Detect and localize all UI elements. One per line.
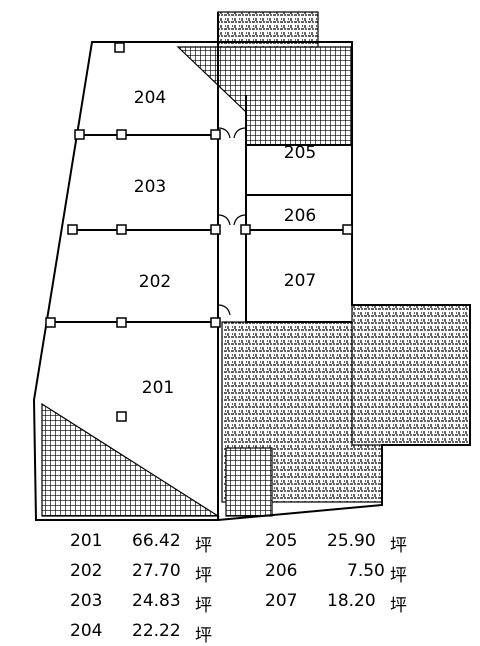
door-swings [217, 127, 247, 316]
area-unit: 坪 [195, 626, 212, 646]
area-value: 66.42 [132, 531, 181, 551]
area-room: 206 [265, 561, 298, 581]
area-unit: 坪 [390, 536, 407, 556]
area-value: 25.90 [327, 531, 376, 551]
area-unit: 坪 [390, 566, 407, 586]
room-label-202: 202 [139, 272, 171, 292]
area-unit: 坪 [195, 536, 212, 556]
area-table: 201 66.42 坪 202 27.70 坪 203 24.83 坪 204 … [0, 525, 480, 646]
annex-block [351, 304, 471, 446]
area-room: 203 [70, 591, 103, 611]
area-unit: 坪 [195, 596, 212, 616]
room-label-207: 207 [284, 271, 316, 291]
room-label-205: 205 [284, 143, 316, 163]
area-unit: 坪 [195, 566, 212, 586]
columns [45, 42, 353, 422]
area-room: 205 [265, 531, 298, 551]
building-outline [32, 41, 471, 521]
area-unit: 坪 [390, 596, 407, 616]
floor-plan: 204 203 202 201 205 206 207 [32, 11, 471, 521]
room-label-206: 206 [284, 206, 316, 226]
hatched-area-top [176, 46, 353, 146]
room-label-203: 203 [134, 177, 166, 197]
area-value: 22.22 [132, 621, 181, 641]
area-value: 27.70 [132, 561, 181, 581]
area-room: 207 [265, 591, 298, 611]
room-label-201: 201 [142, 378, 174, 398]
hatched-area-bottom [41, 402, 221, 517]
stair-hatch [225, 447, 273, 517]
area-value: 24.83 [132, 591, 181, 611]
area-room: 204 [70, 621, 103, 641]
area-value: 7.50 [347, 561, 385, 581]
area-room: 202 [70, 561, 103, 581]
area-room: 201 [70, 531, 103, 551]
room-label-204: 204 [134, 88, 166, 108]
area-value: 18.20 [327, 591, 376, 611]
